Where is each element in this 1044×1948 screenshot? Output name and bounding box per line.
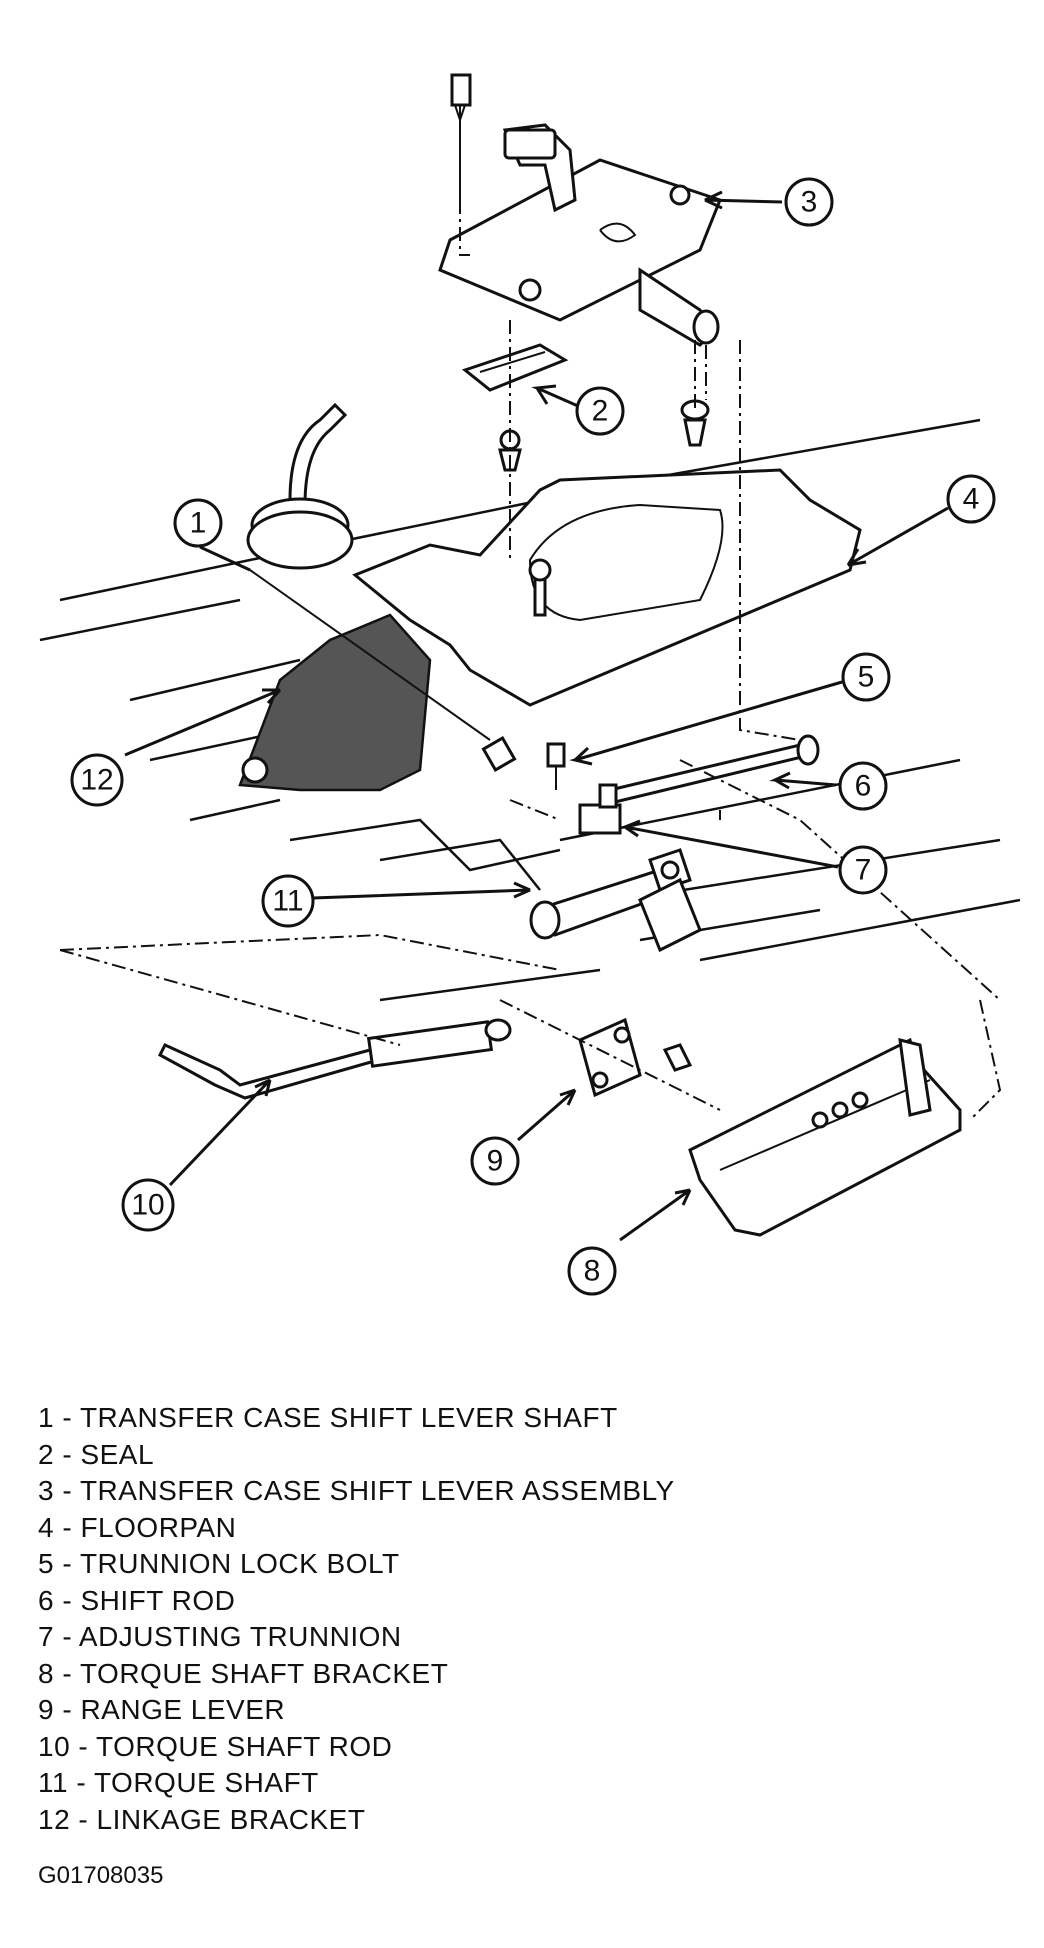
callout-5-label: 5 [858, 661, 875, 694]
legend-item: 9 - RANGE LEVER [38, 1694, 286, 1725]
callout-3-label: 3 [801, 186, 818, 219]
legend-item: 4 - FLOORPAN [38, 1511, 237, 1543]
callout-5: 5 [841, 652, 891, 702]
shift-lever-shaft-part [249, 569, 517, 772]
shift-rod-part [607, 734, 820, 804]
torque-shaft-part [529, 848, 702, 953]
floorpan-part [352, 468, 862, 707]
callout-10: 10 [121, 1178, 175, 1232]
shift-lever-assembly [438, 73, 722, 347]
callout-1-label: 1 [190, 507, 207, 540]
callout-6: 6 [838, 761, 888, 811]
callout-11: 11 [261, 874, 315, 928]
callout-2-label: 2 [592, 395, 609, 428]
adjusting-trunnion-part [578, 783, 622, 835]
callout-2: 2 [575, 386, 625, 436]
callout-9: 9 [470, 1136, 520, 1186]
callout-4: 4 [946, 474, 996, 524]
torque-shaft-rod-part [158, 1018, 512, 1100]
callout-3: 3 [784, 177, 834, 227]
legend-item: 10 - TORQUE SHAFT ROD [38, 1730, 393, 1762]
legend-item: 3 - TRANSFER CASE SHIFT LEVER ASSEMBLY [38, 1475, 675, 1506]
callout-9-label: 9 [487, 1145, 504, 1178]
linkage-bracket-part [238, 613, 432, 792]
callout-10-label: 10 [131, 1189, 164, 1222]
legend-item: 7 - ADJUSTING TRUNNION [38, 1621, 402, 1652]
legend-item: 1 - TRANSFER CASE SHIFT LEVER SHAFT [38, 1402, 618, 1433]
callout-12: 12 [70, 753, 124, 807]
figure-id: G01708035 [38, 1862, 164, 1889]
callout-11-label: 11 [272, 885, 303, 918]
torque-shaft-bracket-part [688, 1037, 962, 1237]
callout-8-label: 8 [584, 1255, 601, 1288]
parts-legend: 1 - TRANSFER CASE SHIFT LEVER SHAFT 2 - … [38, 1400, 938, 1838]
exploded-linkage-diagram: 1 2 3 4 5 6 7 8 9 10 11 12 [39, 73, 1021, 1296]
seal-part [461, 343, 569, 392]
legend-item: 6 - SHIFT ROD [38, 1584, 236, 1616]
leader-lines [124, 190, 949, 1242]
legend-item: 8 - TORQUE SHAFT BRACKET [38, 1657, 449, 1689]
callout-7-label: 7 [855, 854, 872, 887]
callout-12-label: 12 [80, 764, 113, 797]
assembly-dashed-lines [59, 200, 1002, 1121]
trunnion-lock-bolt-part [546, 742, 566, 790]
legend-item: 2 - SEAL [38, 1438, 155, 1470]
callout-6-label: 6 [855, 770, 872, 803]
callout-7: 7 [838, 845, 888, 895]
legend-item: 11 - TORQUE SHAFT [38, 1767, 319, 1798]
callout-8: 8 [567, 1246, 617, 1296]
shift-boot-tube [246, 402, 354, 570]
legend-item: 5 - TRUNNION LOCK BOLT [38, 1548, 400, 1579]
callout-4-label: 4 [963, 483, 980, 516]
callout-1: 1 [173, 498, 223, 548]
legend-item: 12 - LINKAGE BRACKET [38, 1803, 366, 1835]
range-lever-part [578, 1017, 693, 1098]
